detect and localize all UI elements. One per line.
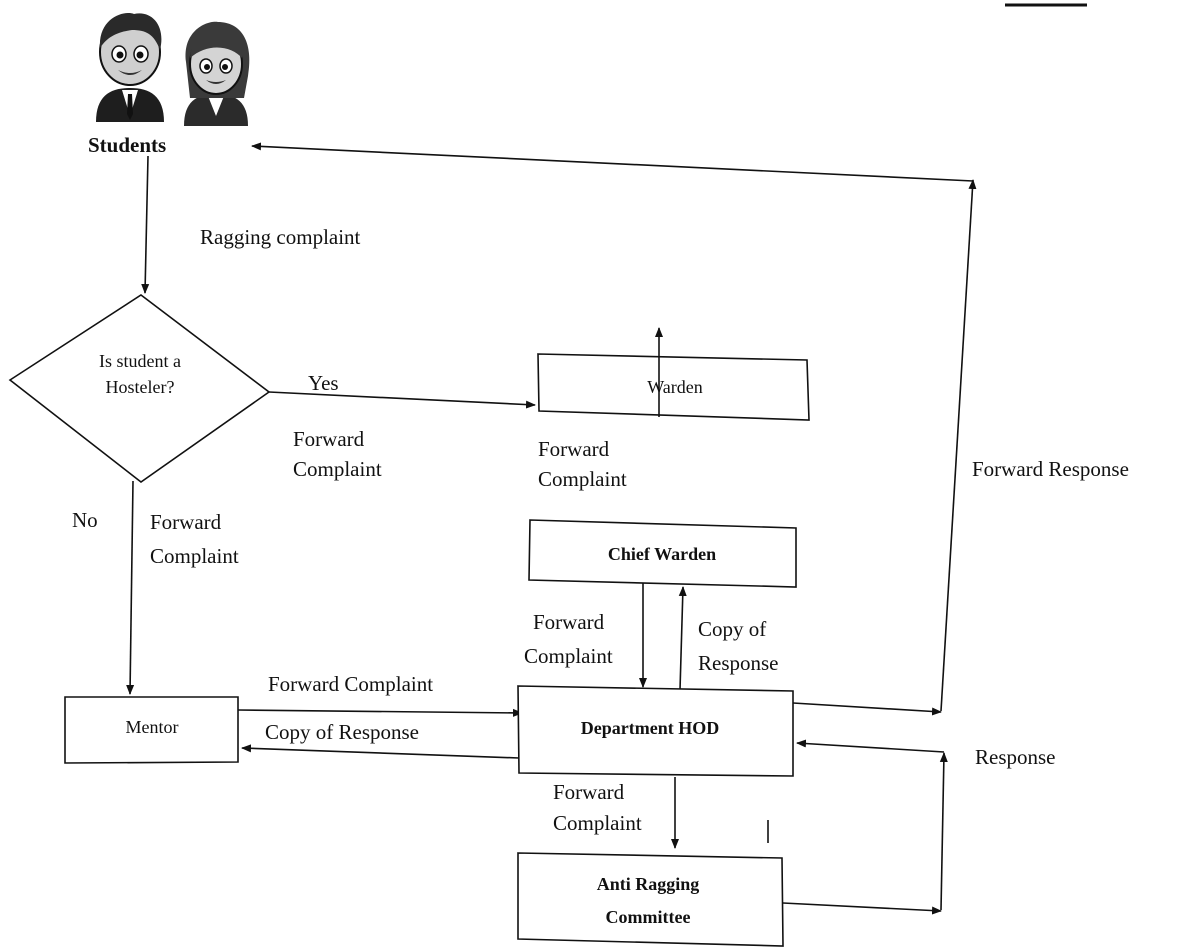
label-ragging-complaint: Ragging complaint: [200, 225, 361, 249]
label-yes: Yes: [308, 371, 339, 395]
decision-line2: Hosteler?: [106, 377, 175, 397]
label-fwd-mentor-line1: Forward: [150, 510, 222, 534]
node-warden: [537, 353, 810, 421]
female-student-icon: [184, 21, 250, 126]
node-department-hod: [517, 685, 794, 777]
label-mentor-to-hod: Forward Complaint: [268, 672, 433, 696]
male-student-icon: [96, 13, 164, 122]
label-copy-chief-line2: Response: [698, 651, 779, 675]
edge-response-to-hod: [796, 739, 945, 753]
edge-hod-forward-response: [792, 702, 942, 716]
node-anti-ragging-committee: [517, 852, 784, 947]
label-copy-chief-line1: Copy of: [698, 617, 766, 641]
edge-decision-to-mentor: [126, 480, 135, 695]
node-chief-warden: [528, 519, 797, 588]
label-fwd-committee-line2: Complaint: [553, 811, 642, 835]
label-fwd-committee-line1: Forward: [553, 780, 625, 804]
hod-label: Department HOD: [581, 718, 719, 738]
label-fwd-hod-line2: Complaint: [524, 644, 613, 668]
edge-response-vertical: [939, 752, 948, 911]
edge-hod-to-mentor: [241, 744, 520, 759]
committee-label-line1: Anti Ragging: [597, 874, 700, 894]
committee-label-line2: Committee: [606, 907, 691, 927]
decision-hosteler: [8, 294, 271, 483]
edge-mentor-to-hod: [237, 708, 523, 717]
label-fwd-chief-line2: Complaint: [538, 467, 627, 491]
node-mentor: [64, 696, 239, 764]
mentor-label: Mentor: [126, 717, 179, 737]
edge-forward-response-to-students: [251, 142, 974, 182]
label-no: No: [72, 508, 98, 532]
edge-decision-to-warden: [268, 391, 536, 409]
decision-line1: Is student a: [99, 351, 181, 371]
label-fwd-warden-line1: Forward: [293, 427, 365, 451]
students-label: Students: [88, 133, 166, 157]
edge-hod-to-chief: [678, 586, 687, 691]
label-fwd-mentor-line2: Complaint: [150, 544, 239, 568]
label-fwd-chief-line1: Forward: [538, 437, 610, 461]
label-fwd-warden-line2: Complaint: [293, 457, 382, 481]
label-hod-to-mentor: Copy of Response: [265, 720, 419, 744]
edge-forward-response-vertical: [940, 179, 977, 712]
label-forward-response: Forward Response: [972, 457, 1129, 481]
label-fwd-hod-line1: Forward: [533, 610, 605, 634]
warden-label: Warden: [647, 377, 703, 397]
label-response: Response: [975, 745, 1056, 769]
edge-committee-to-response: [782, 902, 942, 915]
chief-warden-label: Chief Warden: [608, 544, 716, 564]
edge-students-to-decision: [141, 155, 150, 294]
